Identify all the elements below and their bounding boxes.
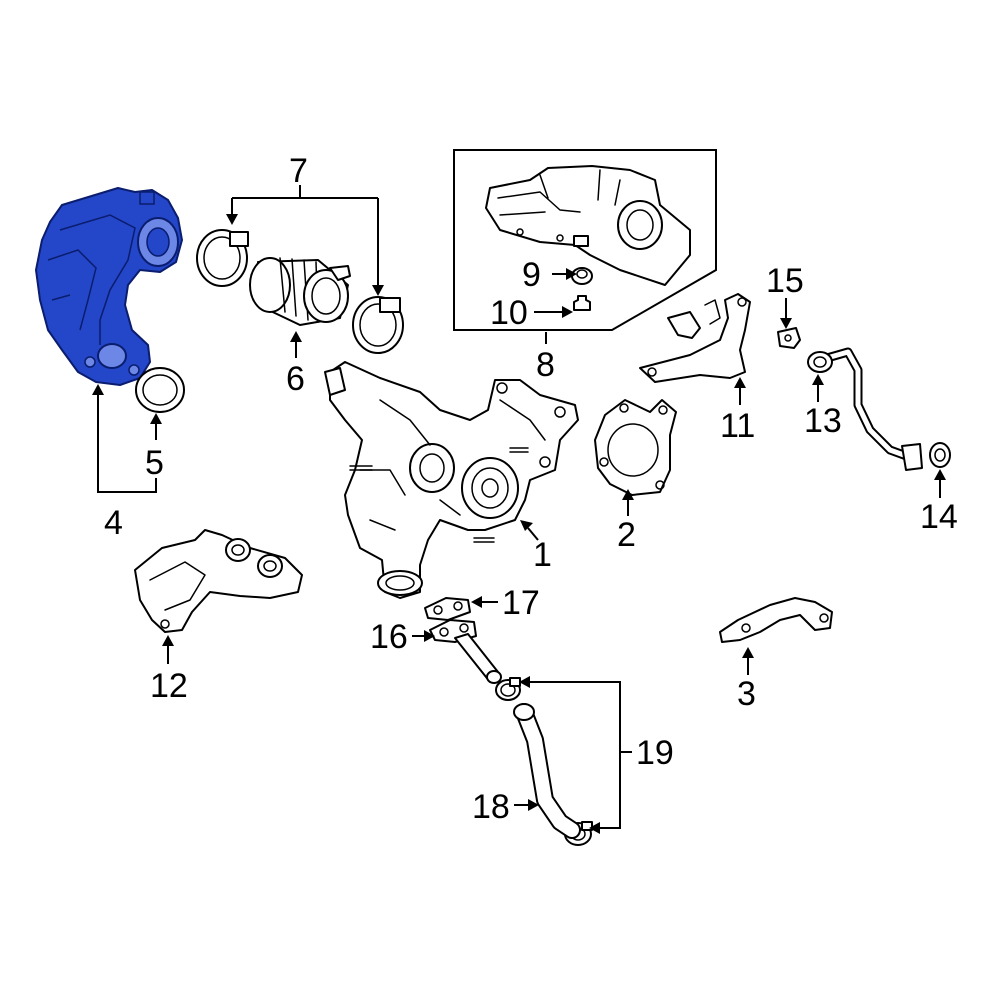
part-3-bracket[interactable]	[719, 597, 833, 643]
leader-lines	[92, 185, 946, 834]
part-2-gasket[interactable]	[594, 399, 677, 496]
callout-16: 16	[370, 618, 408, 656]
part-1-turbocharger[interactable]	[324, 361, 579, 599]
part-19-clamp-top[interactable]	[495, 677, 521, 701]
part-7-clamp-left[interactable]	[196, 229, 249, 287]
callout-5: 5	[145, 444, 164, 482]
callout-12: 12	[150, 667, 188, 705]
callout-11: 11	[720, 407, 755, 445]
part-13-oil-line[interactable]	[807, 347, 923, 471]
callout-15: 15	[766, 262, 804, 300]
callout-4: 4	[104, 504, 123, 542]
inset-box-8	[453, 149, 717, 331]
part-17-gasket[interactable]	[424, 597, 471, 621]
part-6-intake-hose[interactable]	[249, 257, 351, 326]
part-8-intake-assembly[interactable]	[485, 165, 691, 286]
callout-10: 10	[490, 294, 528, 332]
part-14-washer[interactable]	[929, 442, 951, 468]
part-11-bracket[interactable]	[639, 293, 751, 383]
callout-1: 1	[533, 536, 552, 574]
callout-7: 7	[289, 152, 308, 190]
callout-9: 9	[522, 256, 541, 294]
callout-3: 3	[737, 675, 756, 713]
callout-17: 17	[502, 584, 540, 622]
callout-13: 13	[804, 402, 842, 440]
part-12-heat-shield[interactable]	[134, 529, 303, 633]
callout-14: 14	[920, 498, 958, 536]
part-18-hose[interactable]	[513, 703, 581, 839]
part-4-intake-pipe[interactable]	[35, 187, 183, 386]
part-10-bolt[interactable]	[573, 295, 591, 311]
part-5-seal-ring[interactable]	[135, 367, 185, 413]
callout-2: 2	[617, 516, 636, 554]
part-7-clamp-right[interactable]	[352, 296, 404, 354]
part-16-water-pipe[interactable]	[429, 619, 502, 684]
part-9-nut[interactable]	[571, 267, 593, 285]
callout-labels: 1 2 3 4 5 6 7 8 9 10 11 12 13 14 15 16 1…	[104, 152, 958, 826]
callout-19: 19	[636, 734, 674, 772]
callout-18: 18	[472, 788, 510, 826]
callout-6: 6	[286, 360, 305, 398]
part-15-clip[interactable]	[777, 327, 801, 349]
callout-8: 8	[536, 346, 555, 384]
